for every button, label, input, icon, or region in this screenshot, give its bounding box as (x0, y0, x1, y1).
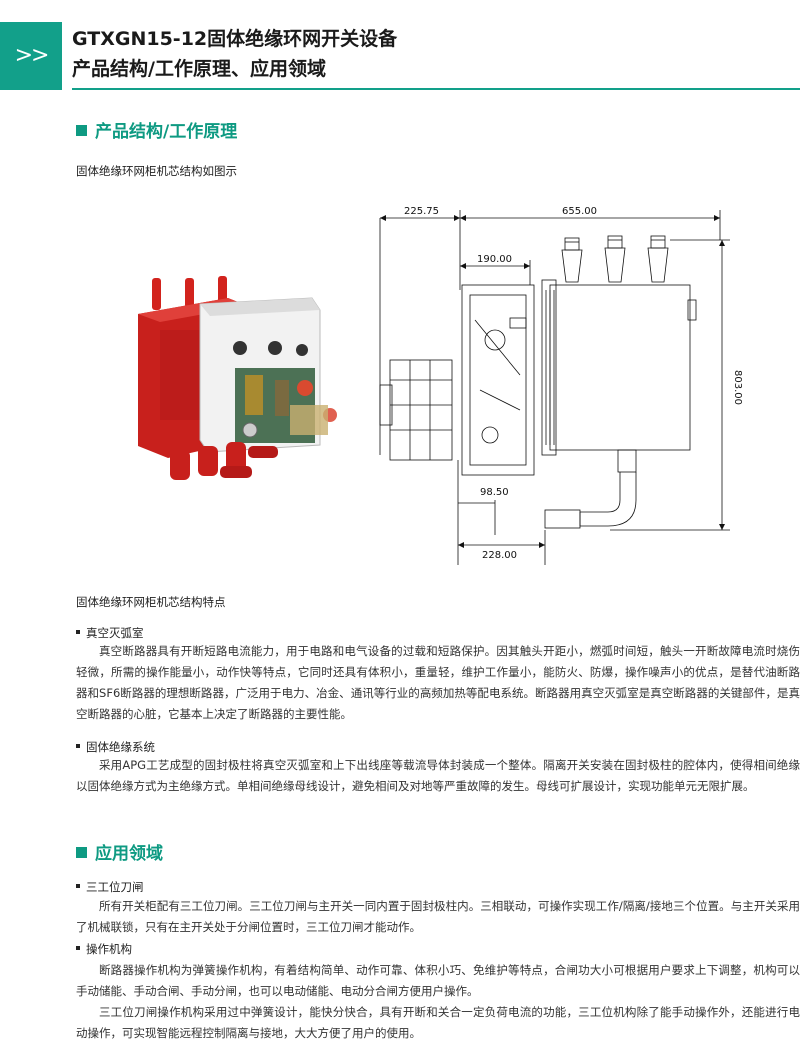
dim-label: 803.00 (732, 370, 743, 405)
mechanism-frame-outline (461, 284, 535, 476)
operating-shaft (233, 341, 247, 355)
paragraph-vacuum-interrupter: 真空断路器具有开断短路电流能力，用于电路和电气设备的过载和短路保护。因其触头开距… (76, 644, 800, 721)
operating-shaft (296, 344, 308, 356)
bullet-dot-icon (76, 884, 80, 888)
bushing (561, 249, 583, 283)
bottom-connector (226, 442, 246, 472)
top-bushing (152, 278, 161, 310)
dim-label: 228.00 (482, 550, 517, 561)
bullet-vacuum-interrupter: 真空灭弧室 (76, 624, 144, 642)
features-title: 固体绝缘环网柜机芯结构特点 (76, 595, 226, 609)
vacuum-chamber-body (549, 284, 691, 451)
section-heading-text: 产品结构/工作原理 (95, 122, 238, 142)
square-bullet-icon (76, 847, 87, 858)
operating-shaft (268, 341, 282, 355)
square-bullet-icon (76, 125, 87, 136)
dim-label: 98.50 (480, 487, 509, 498)
technical-drawing: 225.75 655.00 190.00 803.00 98.50 228.00 (379, 206, 743, 565)
product-photo (138, 276, 337, 480)
bushing (647, 247, 669, 283)
page-title: GTXGN15-12固体绝缘环网开关设备 产品结构/工作原理、应用领域 (72, 24, 397, 84)
bullet-dot-icon (76, 744, 80, 748)
paragraph-operating-mechanism: 断路器操作机构为弹簧操作机构，有着结构简单、动作可靠、体积小巧、免维护等特点，合… (76, 963, 800, 1040)
bottom-connector (198, 446, 218, 476)
bullet-solid-insulation: 固体绝缘系统 (76, 738, 155, 756)
elbow-connector (579, 472, 637, 527)
dim-label: 190.00 (477, 254, 512, 265)
section-heading-text: 应用领域 (95, 844, 163, 864)
dim-label: 225.75 (404, 206, 439, 217)
page-title-line1: GTXGN15-12固体绝缘环网开关设备 (72, 28, 398, 50)
page-header: >> GTXGN15-12固体绝缘环网开关设备 产品结构/工作原理、应用领域 (0, 22, 800, 90)
bullet-operating-mechanism: 操作机构 (76, 940, 132, 958)
paragraph-three-position-switch: 所有开关柜配有三工位刀闸。三工位刀闸与主开关一同内置于固封极柱内。三相联动，可操… (76, 899, 800, 934)
top-bushing (218, 276, 227, 306)
top-bushing (185, 278, 194, 308)
page-title-line2: 产品结构/工作原理、应用领域 (72, 58, 326, 80)
bullet-dot-icon (76, 630, 80, 634)
section-heading-applications: 应用领域 (76, 843, 163, 865)
bullet-three-position-switch: 三工位刀闸 (76, 878, 144, 896)
bottom-connector (170, 450, 190, 480)
bullet-dot-icon (76, 946, 80, 950)
dim-label: 655.00 (562, 206, 597, 217)
linkage-assembly (389, 359, 453, 461)
paragraph-solid-insulation: 采用APG工艺成型的固封极柱将真空灭弧室和上下出线座等载流导体封装成一个整体。隔… (76, 758, 800, 793)
bushing (604, 247, 626, 283)
section-heading-structure: 产品结构/工作原理 (76, 121, 237, 143)
figure-intro: 固体绝缘环网柜机芯结构如图示 (76, 164, 237, 178)
chevron-badge: >> (0, 22, 62, 90)
header-divider (72, 88, 800, 90)
